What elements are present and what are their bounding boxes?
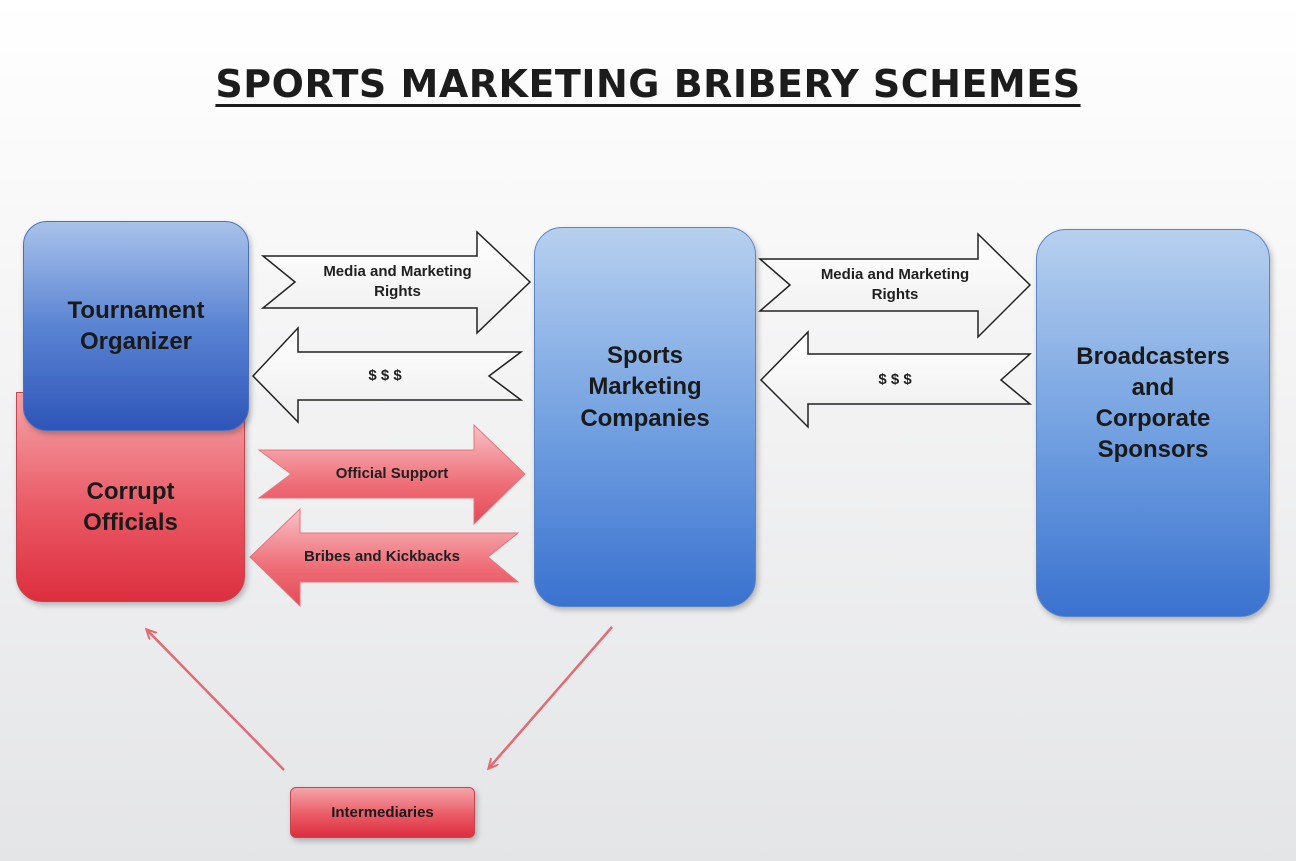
- official-support-label: Official Support: [335, 464, 449, 482]
- tournament-organizer-box: Tournament Organizer: [23, 221, 249, 431]
- money-arrow-right: [759, 330, 1033, 429]
- media-rights-label-right: Media and Marketing Rights: [820, 265, 970, 303]
- bribes-arrow: [249, 507, 520, 608]
- money-label-right: $ $ $: [878, 370, 912, 388]
- media-rights-arrow-right: [757, 232, 1032, 339]
- money-label-left: $ $ $: [368, 366, 402, 384]
- intermediaries-to-officials-arrow: [147, 630, 285, 771]
- sports-marketing-companies-label: Sports Marketing Companies: [580, 342, 710, 432]
- media-rights-label-left: Media and Marketing Rights: [323, 262, 472, 300]
- intermediaries-label: Intermediaries: [331, 803, 434, 821]
- broadcasters-sponsors-box: Broadcasters and Corporate Sponsors: [1036, 229, 1270, 617]
- corrupt-officials-label: Corrupt Officials: [83, 477, 178, 536]
- page-title: SPORTS MARKETING BRIBERY SCHEMES: [215, 62, 1081, 106]
- tournament-organizer-label: Tournament Organizer: [67, 296, 205, 355]
- sports-marketing-companies-box: Sports Marketing Companies: [534, 227, 756, 607]
- intermediaries-box: Intermediaries: [290, 787, 475, 838]
- official-support-arrow: [257, 423, 526, 526]
- media-rights-arrow-left: [260, 230, 532, 335]
- bribes-label: Bribes and Kickbacks: [304, 547, 460, 565]
- broadcasters-sponsors-label: Broadcasters and Corporate Sponsors: [1076, 342, 1230, 464]
- money-arrow-left: [251, 326, 524, 424]
- companies-to-intermediaries-arrow: [489, 626, 613, 768]
